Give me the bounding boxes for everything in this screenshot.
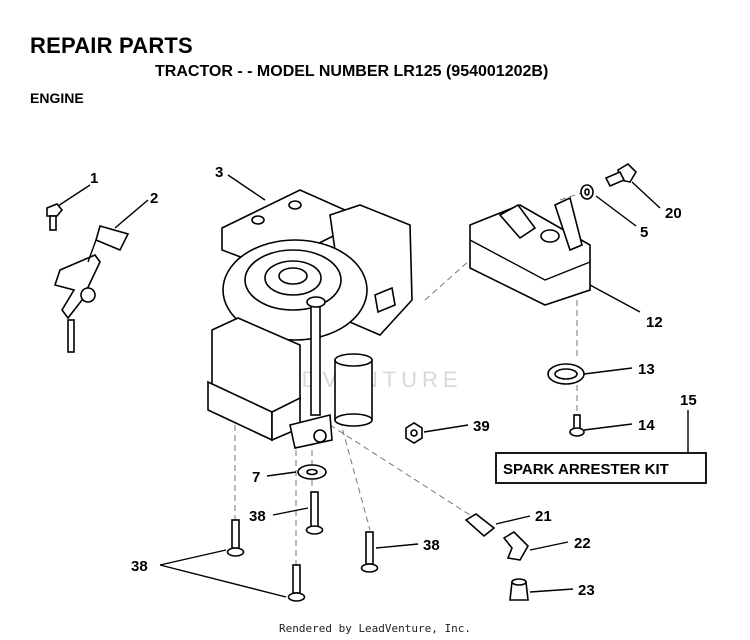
page-title: REPAIR PARTS [30,33,193,58]
part-22-elbow [502,530,529,561]
part-13-clamp [547,363,585,385]
part-2-bracket [53,225,130,353]
callout-12: 12 [646,314,663,331]
footer-credit: Rendered by LeadVenture, Inc. [278,622,472,635]
part-23-plug [509,578,529,601]
section-heading: ENGINE [30,90,84,106]
callout-38-left: 38 [131,558,148,575]
callout-38-upper: 38 [249,508,266,525]
part-12-muffler [469,196,591,306]
callout-21: 21 [535,508,552,525]
callout-7: 7 [252,469,260,486]
callout-5: 5 [640,224,648,241]
part-5-washer [580,184,594,200]
callout-13: 13 [638,361,655,378]
part-7-washer [297,464,327,480]
callout-15: 15 [680,392,697,409]
leader-lines [57,174,689,598]
part-3-engine [207,189,413,449]
part-39-nut [405,422,423,444]
callout-22: 22 [574,535,591,552]
model-subtitle: TRACTOR - - MODEL NUMBER LR125 (95400120… [155,63,549,80]
callout-23: 23 [578,582,595,599]
part-20-bolt [604,162,638,188]
callout-20: 20 [665,205,682,222]
callout-38-right: 38 [423,537,440,554]
alignment-lines [234,189,591,565]
part-21-nipple [464,513,496,538]
callout-39: 39 [473,418,490,435]
part-38-bolts [226,491,379,602]
callout-3: 3 [215,164,223,181]
callout-1: 1 [90,170,98,187]
part-1-bolt [46,203,64,231]
callout-2: 2 [150,190,158,207]
spark-arrester-kit-label: SPARK ARRESTER KIT [503,461,669,478]
part-14-screw [569,414,585,437]
callout-14: 14 [638,417,655,434]
spark-arrester-kit-box [495,452,707,484]
